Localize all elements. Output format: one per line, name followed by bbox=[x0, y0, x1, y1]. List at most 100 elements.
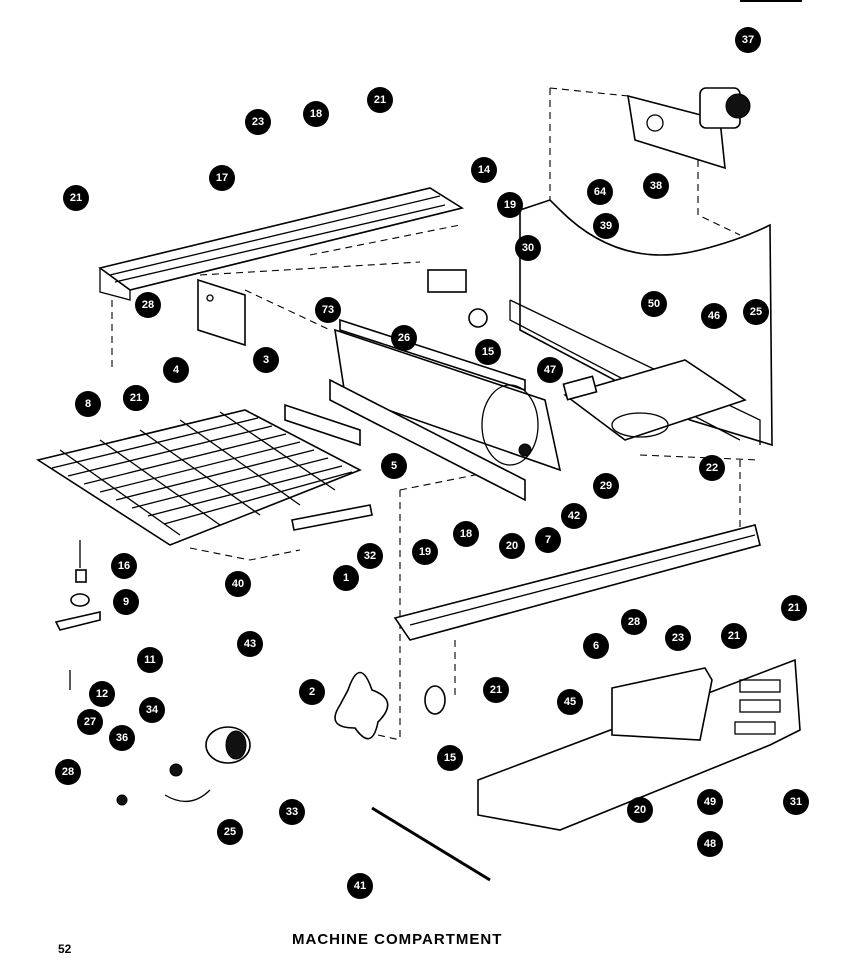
callout-label: 43 bbox=[244, 638, 256, 650]
callout-label: 37 bbox=[742, 34, 754, 46]
callout-label: 9 bbox=[123, 596, 129, 608]
fan-blade bbox=[334, 671, 389, 740]
callout-27: 27 bbox=[77, 709, 103, 735]
callout-label: 19 bbox=[419, 546, 431, 558]
callout-label: 38 bbox=[650, 180, 662, 192]
callout-47: 47 bbox=[537, 357, 563, 383]
callout-label: 8 bbox=[85, 398, 91, 410]
callout-64: 64 bbox=[587, 179, 613, 205]
callout-label: 21 bbox=[70, 192, 82, 204]
callout-label: 46 bbox=[708, 310, 720, 322]
callout-40: 40 bbox=[225, 571, 251, 597]
callout-21: 21 bbox=[721, 623, 747, 649]
callout-label: 22 bbox=[706, 462, 718, 474]
callout-label: 23 bbox=[672, 632, 684, 644]
callout-label: 21 bbox=[728, 630, 740, 642]
callout-label: 25 bbox=[224, 826, 236, 838]
callout-label: 15 bbox=[482, 346, 494, 358]
callout-43: 43 bbox=[237, 631, 263, 657]
condenser-shroud bbox=[329, 269, 562, 502]
callout-label: 39 bbox=[600, 220, 612, 232]
callout-label: 28 bbox=[62, 766, 74, 778]
wire-harness bbox=[371, 806, 491, 882]
callout-label: 47 bbox=[544, 364, 556, 376]
callout-22: 22 bbox=[699, 455, 725, 481]
callout-9: 9 bbox=[113, 589, 139, 615]
callout-15: 15 bbox=[475, 339, 501, 365]
grommet bbox=[424, 685, 446, 715]
callout-39: 39 bbox=[593, 213, 619, 239]
callout-label: 14 bbox=[478, 164, 491, 176]
callout-28: 28 bbox=[135, 292, 161, 318]
callout-21: 21 bbox=[483, 677, 509, 703]
callout-21: 21 bbox=[367, 87, 393, 113]
heater-tube bbox=[291, 504, 373, 531]
callout-31: 31 bbox=[783, 789, 809, 815]
callout-45: 45 bbox=[557, 689, 583, 715]
fan-motor bbox=[164, 726, 251, 802]
callout-12: 12 bbox=[89, 681, 115, 707]
callout-label: 28 bbox=[628, 616, 640, 628]
callouts: 3721231821172114196438393028732615504625… bbox=[55, 27, 809, 899]
callout-30: 30 bbox=[515, 235, 541, 261]
callout-label: 27 bbox=[84, 716, 96, 728]
bottom-rail bbox=[393, 524, 761, 641]
callout-25: 25 bbox=[743, 299, 769, 325]
callout-label: 15 bbox=[444, 752, 456, 764]
callout-3: 3 bbox=[253, 347, 279, 373]
callout-label: 1 bbox=[343, 572, 349, 584]
callout-label: 20 bbox=[506, 540, 518, 552]
heater-clip bbox=[284, 403, 361, 447]
callout-17: 17 bbox=[209, 165, 235, 191]
fasteners bbox=[54, 540, 183, 806]
callout-15: 15 bbox=[437, 745, 463, 771]
callout-label: 21 bbox=[130, 392, 142, 404]
callout-50: 50 bbox=[641, 291, 667, 317]
callout-11: 11 bbox=[137, 647, 163, 673]
callout-38: 38 bbox=[643, 173, 669, 199]
callout-label: 23 bbox=[252, 116, 264, 128]
control-bracket bbox=[627, 87, 751, 170]
callout-6: 6 bbox=[583, 633, 609, 659]
callout-label: 73 bbox=[322, 304, 334, 316]
callout-42: 42 bbox=[561, 503, 587, 529]
callout-label: 28 bbox=[142, 299, 154, 311]
callout-41: 41 bbox=[347, 873, 373, 899]
callout-37: 37 bbox=[735, 27, 761, 53]
callout-34: 34 bbox=[139, 697, 165, 723]
callout-label: 16 bbox=[118, 560, 130, 572]
callout-label: 21 bbox=[490, 684, 502, 696]
callout-16: 16 bbox=[111, 553, 137, 579]
callout-19: 19 bbox=[412, 539, 438, 565]
callout-label: 64 bbox=[594, 186, 607, 198]
callout-label: 17 bbox=[216, 172, 228, 184]
callout-49: 49 bbox=[697, 789, 723, 815]
callout-label: 25 bbox=[750, 306, 762, 318]
callout-2: 2 bbox=[299, 679, 325, 705]
callout-25: 25 bbox=[217, 819, 243, 845]
callout-label: 20 bbox=[634, 804, 646, 816]
callout-label: 12 bbox=[96, 688, 108, 700]
callout-label: 49 bbox=[704, 796, 716, 808]
condenser-coil bbox=[35, 409, 362, 546]
callout-label: 31 bbox=[790, 796, 802, 808]
callout-8: 8 bbox=[75, 391, 101, 417]
callout-label: 45 bbox=[564, 696, 576, 708]
callout-label: 2 bbox=[309, 686, 315, 698]
callout-label: 48 bbox=[704, 838, 716, 850]
callout-label: 18 bbox=[460, 528, 472, 540]
callout-7: 7 bbox=[535, 527, 561, 553]
rear-cover bbox=[477, 658, 801, 831]
callout-26: 26 bbox=[391, 325, 417, 351]
callout-label: 19 bbox=[504, 199, 516, 211]
callout-23: 23 bbox=[245, 109, 271, 135]
callout-21: 21 bbox=[123, 385, 149, 411]
callout-label: 33 bbox=[286, 806, 298, 818]
callout-4: 4 bbox=[163, 357, 189, 383]
callout-label: 42 bbox=[568, 510, 580, 522]
callout-label: 4 bbox=[173, 364, 180, 376]
callout-label: 26 bbox=[398, 332, 410, 344]
callout-label: 29 bbox=[600, 480, 612, 492]
callout-32: 32 bbox=[357, 543, 383, 569]
